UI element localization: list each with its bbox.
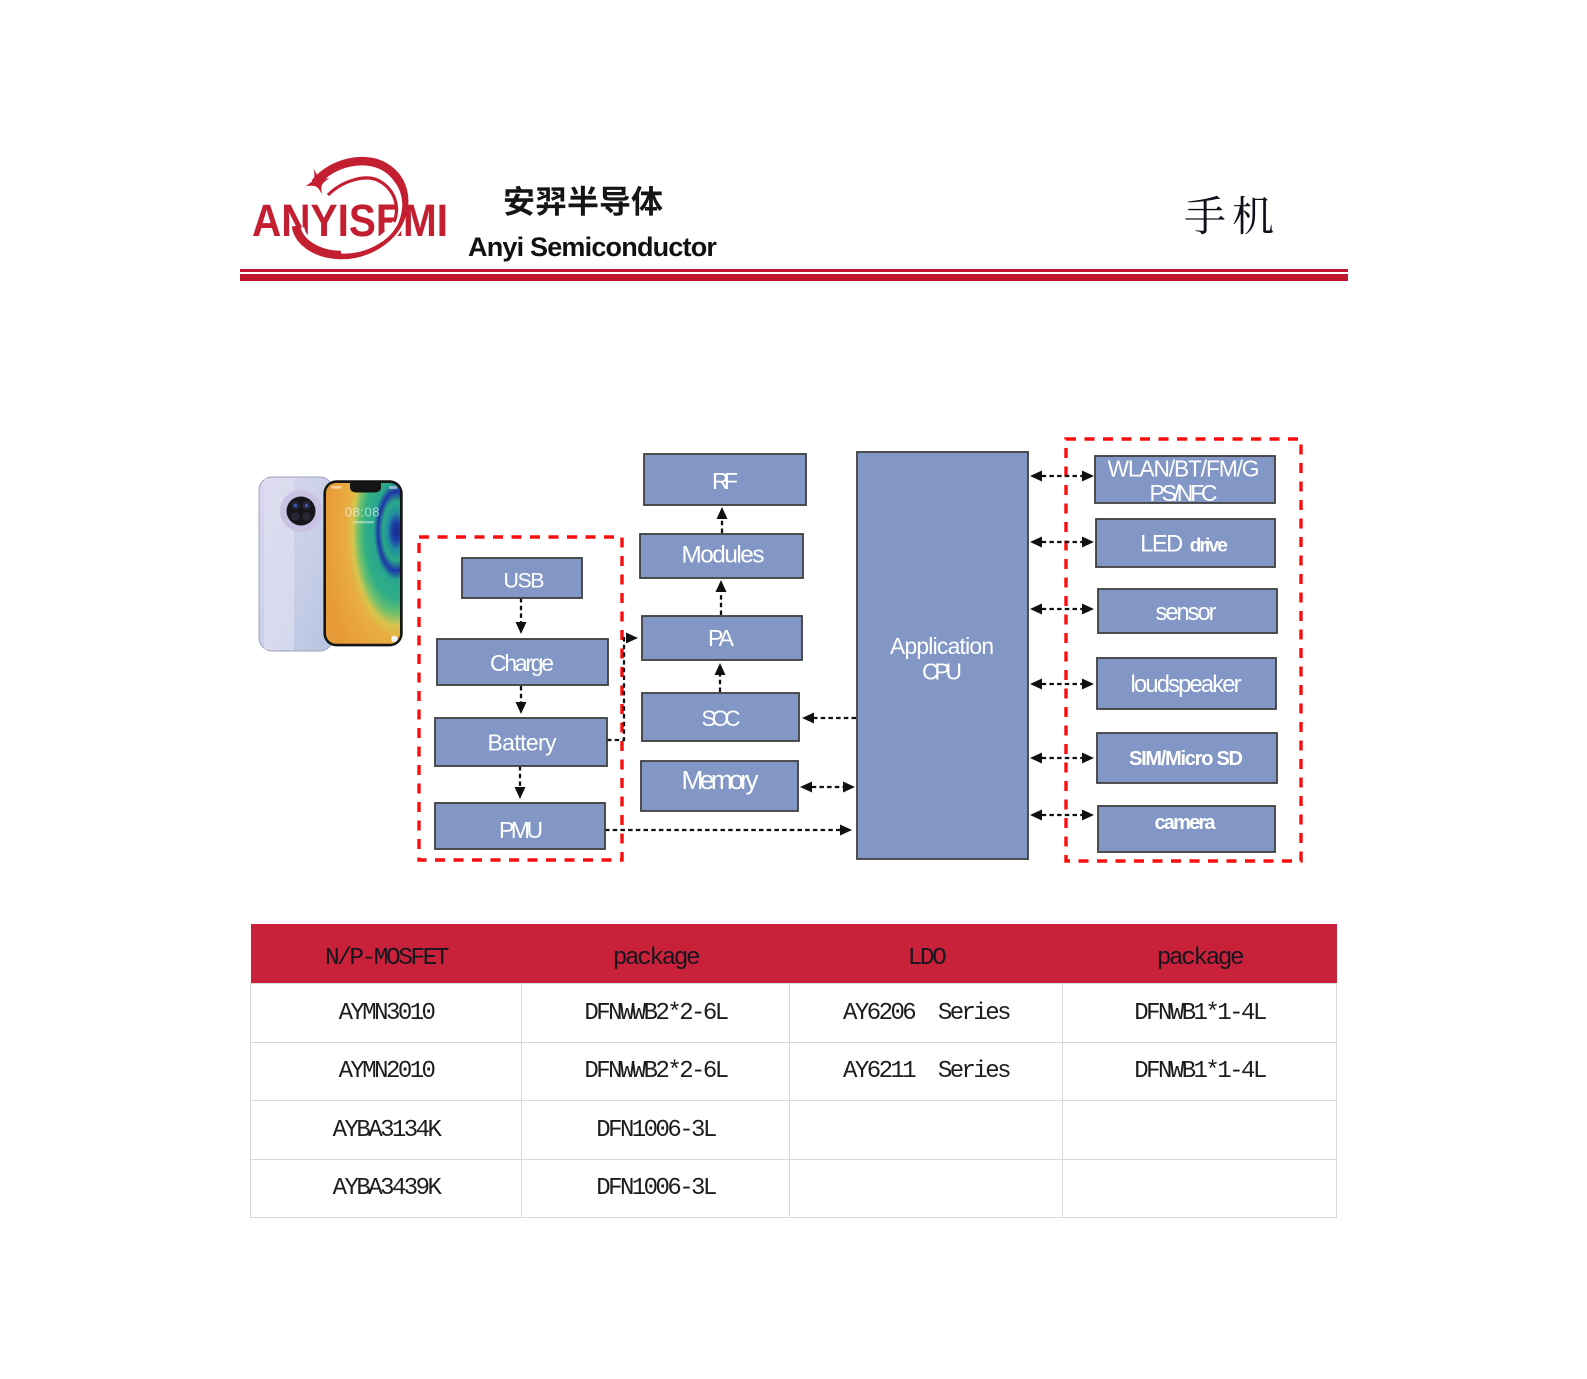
svg-text:sensor: sensor (1156, 600, 1217, 626)
svg-text:loudspeaker: loudspeaker (1131, 672, 1242, 698)
svg-text:Memory: Memory (682, 765, 760, 795)
svg-text:SOC: SOC (702, 706, 741, 731)
svg-text:USB: USB (504, 569, 545, 593)
svg-text:camera: camera (1155, 812, 1217, 834)
svg-text:08:08: 08:08 (345, 505, 380, 520)
svg-text:PS/NFC: PS/NFC (1150, 480, 1218, 506)
svg-text:RF: RF (712, 468, 738, 494)
svg-text:Modules: Modules (682, 542, 765, 569)
svg-text:SIM/Micro SD: SIM/Micro SD (1129, 748, 1243, 770)
svg-text:PA: PA (708, 625, 735, 651)
svg-text:CPU: CPU (922, 658, 962, 684)
svg-text:ANYISEMI: ANYISEMI (252, 195, 448, 246)
svg-text:PMU: PMU (499, 817, 543, 843)
svg-text:Charge: Charge (490, 650, 554, 676)
svg-text:Application: Application (890, 633, 994, 659)
svg-text:WLAN/BT/FM/G: WLAN/BT/FM/G (1108, 456, 1260, 482)
svg-text:Battery: Battery (488, 730, 558, 756)
